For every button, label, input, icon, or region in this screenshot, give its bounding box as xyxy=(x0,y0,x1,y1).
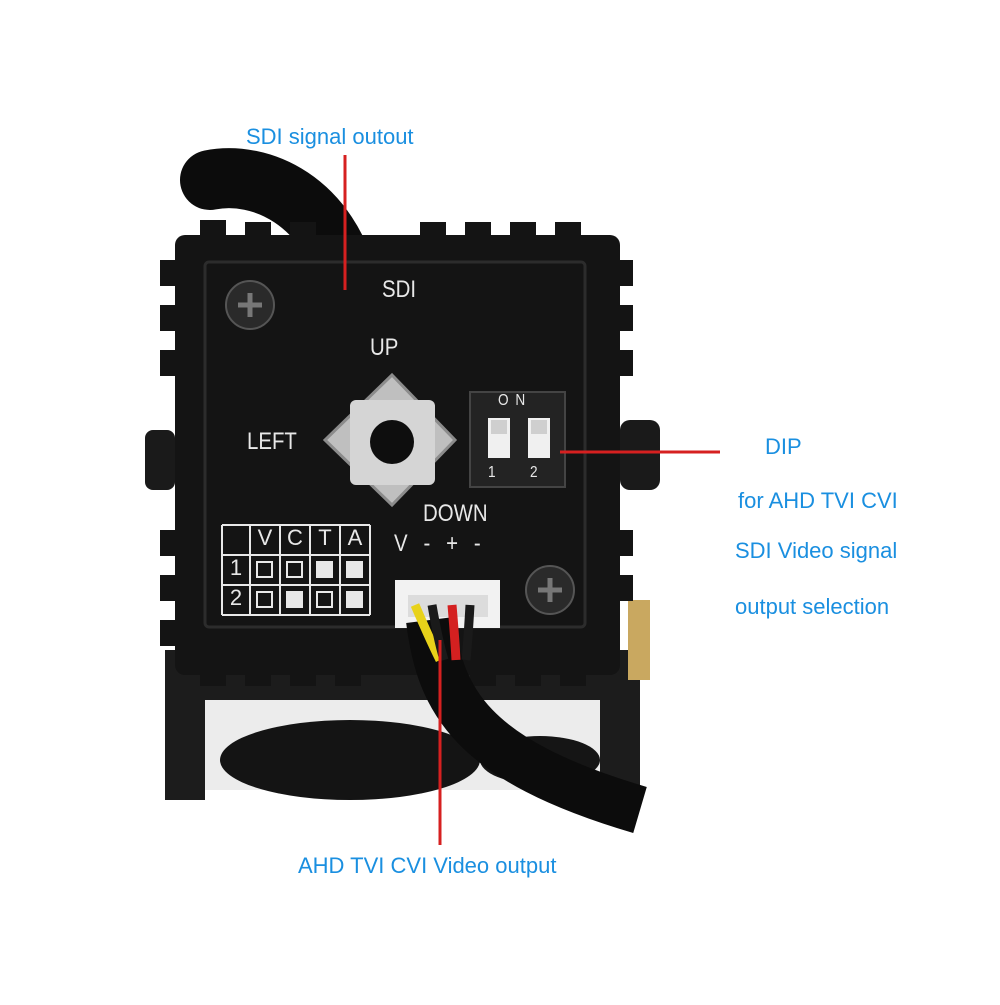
video-cable xyxy=(406,603,647,834)
mode-swatch-1-c xyxy=(286,561,303,578)
left-side-knob xyxy=(145,430,175,490)
mode-swatch-2-a xyxy=(346,591,363,608)
callout-sdi-output: SDI signal outout xyxy=(246,124,414,149)
video-connector xyxy=(395,580,500,628)
callout-ahd-output: AHD TVI CVI Video output xyxy=(298,853,557,878)
mode-swatch-2-v xyxy=(256,591,273,608)
callout-dip-line1: for AHD TVI CVI xyxy=(738,488,898,513)
mode-row-2-label: 2 xyxy=(229,585,243,610)
mode-header-v: V xyxy=(257,525,273,550)
mode-swatch-1-a xyxy=(346,561,363,578)
screw-bottom-right xyxy=(525,565,575,615)
silk-up-label: UP xyxy=(370,334,399,361)
right-side-knob xyxy=(620,420,660,490)
mode-header-c: C xyxy=(287,525,303,550)
mode-header-a: A xyxy=(347,525,363,550)
mode-swatch-1-t xyxy=(316,561,333,578)
silk-sdi-label: SDI xyxy=(382,276,417,303)
mode-table-grid xyxy=(221,524,371,616)
silk-dip-1-label: 1 xyxy=(488,464,496,481)
mode-row-1-label: 1 xyxy=(229,555,243,580)
silk-pin-label: V - + - xyxy=(394,530,486,557)
screw-top-left xyxy=(225,280,275,330)
dip-switch xyxy=(469,391,566,488)
silk-dip-2-label: 2 xyxy=(530,464,538,481)
callout-dip-line3: output selection xyxy=(735,594,890,619)
brass-tab xyxy=(628,600,650,680)
mode-header-t: T xyxy=(318,525,332,550)
mode-table-swatches xyxy=(256,561,363,608)
joystick xyxy=(322,372,458,508)
silk-down-label: DOWN xyxy=(423,500,488,527)
mode-swatch-2-t xyxy=(316,591,333,608)
silk-dip-on-label: ON xyxy=(498,392,532,409)
mode-swatch-2-c xyxy=(286,591,303,608)
callout-dip-line2: SDI Video signal xyxy=(735,538,898,563)
callout-dip-title: DIP xyxy=(765,434,802,459)
mode-swatch-1-v xyxy=(256,561,273,578)
silk-left-label: LEFT xyxy=(247,428,297,455)
